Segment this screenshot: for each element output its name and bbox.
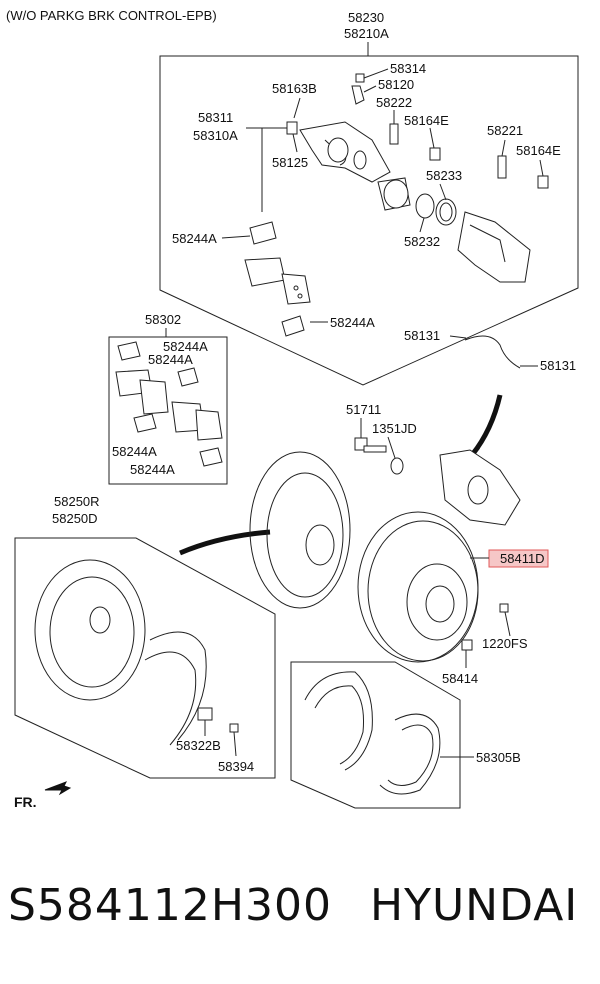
leader-line — [387, 436, 396, 459]
front-label: FR. — [14, 794, 37, 810]
label-58244a-kit-1: 58244A — [163, 339, 208, 354]
dust-shield-drawing — [249, 451, 351, 609]
label-58163b: 58163B — [272, 81, 317, 96]
label-58311: 58311 — [198, 110, 233, 125]
part-number: S584112H300 — [8, 880, 332, 931]
label-1351jd: 1351JD — [372, 421, 417, 436]
header-note: (W/O PARKG BRK CONTROL-EPB) — [6, 8, 217, 23]
brake-pad-drawing — [244, 221, 311, 337]
label-58414: 58414 — [442, 671, 478, 686]
small-fasteners-drawing — [461, 603, 509, 651]
label-58411d: 58411D — [500, 551, 545, 566]
bolt-washer-drawing — [354, 437, 521, 526]
label-58244a-kit-2: 58244A — [148, 352, 193, 367]
label-58302: 58302 — [145, 312, 181, 327]
leader-line — [504, 611, 511, 637]
label-58164e-right: 58164E — [516, 143, 561, 158]
label-58250r: 58250R — [54, 494, 100, 509]
label-58314: 58314 — [390, 61, 426, 76]
label-58210a: 58210A — [344, 26, 389, 41]
label-58250d: 58250D — [52, 511, 98, 526]
label-58394: 58394 — [218, 759, 254, 774]
brand-name: HYUNDAI — [370, 880, 579, 931]
label-58221: 58221 — [487, 123, 523, 138]
caliper-assembly-box — [159, 55, 579, 386]
label-58232: 58232 — [404, 234, 440, 249]
brake-shoe-box — [290, 661, 461, 809]
label-58310a: 58310A — [193, 128, 238, 143]
backing-plate-box — [14, 537, 276, 779]
label-58322b: 58322B — [176, 738, 221, 753]
label-58131-left: 58131 — [404, 328, 440, 343]
label-58222: 58222 — [376, 95, 412, 110]
label-58244a-box-bottom: 58244A — [330, 315, 375, 330]
disc-rotor-drawing — [357, 511, 479, 663]
label-58233: 58233 — [426, 168, 462, 183]
label-58120: 58120 — [378, 77, 414, 92]
brake-shoe-drawing — [304, 671, 441, 795]
label-58131-right: 58131 — [540, 358, 576, 373]
front-arrow-icon — [44, 781, 72, 796]
label-58244a-box-left: 58244A — [172, 231, 217, 246]
pad-kit-drawing — [115, 341, 223, 467]
arrow-caliper-to-disc — [470, 394, 503, 457]
label-58244a-kit-3: 58244A — [112, 444, 157, 459]
label-58125: 58125 — [272, 155, 308, 170]
label-58244a-kit-4: 58244A — [130, 462, 175, 477]
pad-kit-box — [108, 336, 228, 485]
backing-plate-drawing — [34, 559, 239, 746]
label-51711: 51711 — [346, 402, 381, 417]
label-58305b: 58305B — [476, 750, 521, 765]
label-58164e-upper: 58164E — [404, 113, 449, 128]
label-58230: 58230 — [348, 10, 384, 25]
label-1220fs: 1220FS — [482, 636, 528, 651]
arrow-backplate — [179, 529, 271, 556]
leader-line — [233, 731, 237, 757]
sensor-wire-drawing — [464, 335, 521, 369]
caliper-body-drawing — [286, 73, 549, 283]
leader-lines-caliper — [221, 68, 544, 367]
